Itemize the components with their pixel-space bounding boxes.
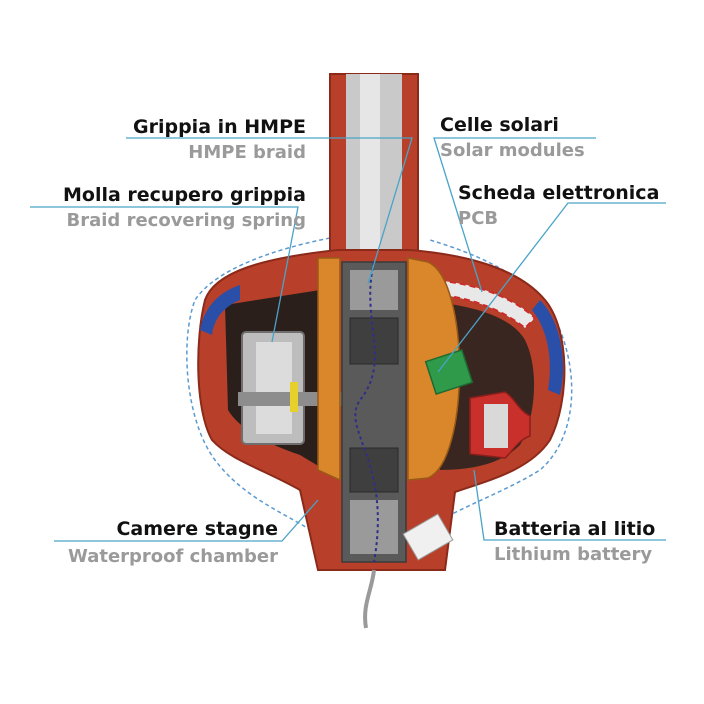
spring-marker [290,382,298,412]
braid-path [354,261,379,563]
top-tube-shade [360,74,380,254]
label-battery-en: Lithium battery [494,544,653,565]
label-hmpe-it: Grippia in HMPE [133,116,306,138]
spring-drum-face [256,342,292,434]
label-solar-en: Solar modules [440,140,585,161]
label-plate [402,513,454,561]
braid-pattern-bottom [350,500,398,554]
battery-cap [484,404,508,448]
leader-spring [30,206,299,343]
leader-chamber [54,499,319,542]
leader-lines [30,137,666,542]
label-spring-en: Braid recovering spring [66,210,306,231]
solar-modules [429,278,537,330]
braid-pattern-top [350,270,398,310]
label-battery-it: Batteria al litio [494,518,656,540]
label-hmpe-en: HMPE braid [188,142,306,163]
solar-strip-left [200,285,240,335]
bottom-cable [363,569,376,629]
label-pcb-it: Scheda elettronica [458,182,660,204]
leader-pcb [437,202,666,373]
leader-hmpe [126,137,413,285]
label-spring-it: Molla recupero grippia [62,184,306,206]
label-chamber-it: Camere stagne [116,518,278,540]
leader-solar [433,137,596,293]
pcb-board [424,349,474,395]
label-chamber-en: Waterproof chamber [68,546,278,567]
label-pcb-en: PCB [458,208,499,229]
label-solar-it: Celle solari [440,114,559,136]
solar-strip-right [532,300,564,395]
leader-battery [473,469,666,541]
